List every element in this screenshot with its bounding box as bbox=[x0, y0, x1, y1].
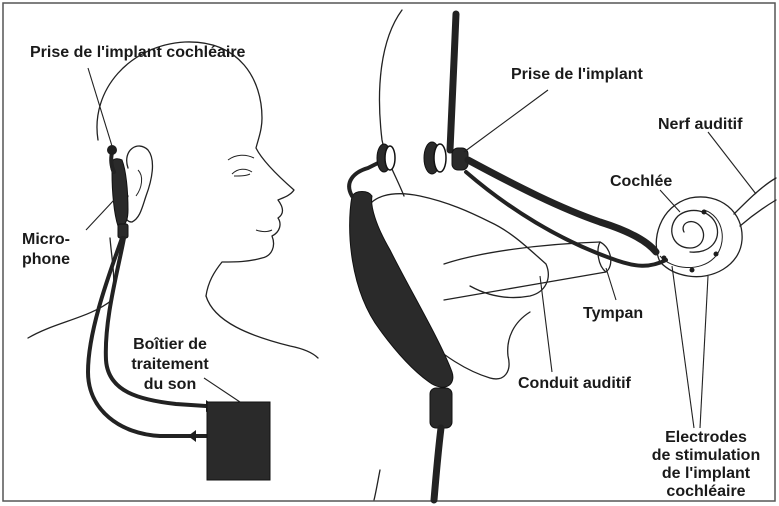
electrode-dot-3 bbox=[714, 252, 719, 257]
leader-electrodes-a bbox=[700, 276, 708, 428]
leader-microphone bbox=[86, 200, 114, 230]
left-ear bbox=[125, 146, 153, 222]
label-eardrum: Tympan bbox=[583, 305, 643, 322]
cable-bottom bbox=[434, 428, 441, 500]
cochlea-spiral bbox=[672, 210, 718, 252]
leader-electrodes-b bbox=[672, 266, 694, 428]
auditory-nerve bbox=[734, 178, 776, 226]
leader-processor bbox=[204, 378, 240, 402]
sound-processor-box bbox=[207, 402, 270, 480]
label-microphone-2: phone bbox=[22, 251, 70, 268]
label-electrodes-1: Electrodes bbox=[665, 429, 747, 446]
leader-eardrum bbox=[606, 268, 616, 300]
electrode-dot-2 bbox=[690, 268, 695, 273]
bte-processor bbox=[350, 192, 453, 388]
label-microphone-1: Micro- bbox=[22, 231, 70, 248]
leader-implant-plug bbox=[88, 68, 112, 146]
cochlea-outer bbox=[656, 197, 742, 277]
label-processor-1: Boîtier de bbox=[133, 336, 207, 353]
cable-top bbox=[450, 14, 456, 150]
label-plug-right: Prise de l'implant bbox=[511, 66, 644, 83]
electrode-dot-4 bbox=[702, 210, 707, 215]
label-implant-plug: Prise de l'implant cochléaire bbox=[30, 44, 246, 61]
leader-nerve bbox=[708, 132, 756, 194]
coil-head bbox=[107, 145, 117, 155]
label-electrodes-2: de stimulation bbox=[652, 447, 760, 464]
arrow-lower bbox=[188, 430, 196, 442]
leader-plug-right bbox=[464, 90, 548, 152]
ear-cross-section bbox=[349, 10, 776, 500]
coil-disc-left-face bbox=[385, 146, 395, 170]
coil-disc-right-face bbox=[434, 144, 446, 172]
label-processor-2: traitement bbox=[131, 356, 209, 373]
bte-coil-lead bbox=[349, 162, 380, 196]
mouth bbox=[256, 230, 272, 232]
eye bbox=[232, 169, 252, 176]
label-electrodes-3: de l'implant bbox=[662, 465, 751, 482]
label-cochlea: Cochlée bbox=[610, 173, 672, 190]
head-illustration bbox=[28, 42, 318, 480]
leader-ear-canal bbox=[540, 276, 552, 372]
electrode-dot-1 bbox=[662, 256, 667, 261]
brow bbox=[228, 155, 254, 160]
bottom-plug bbox=[430, 388, 452, 428]
left-ear-inner bbox=[136, 170, 142, 196]
shoulder-outline bbox=[206, 296, 318, 358]
label-ear-canal: Conduit auditif bbox=[518, 375, 632, 392]
ear-processor-plug bbox=[118, 224, 128, 238]
head-outline bbox=[97, 42, 294, 296]
head-contour-lower bbox=[374, 470, 380, 500]
ear-canal-bottom bbox=[444, 272, 606, 300]
label-auditory-nerve: Nerf auditif bbox=[658, 116, 743, 133]
label-processor-3: du son bbox=[144, 376, 196, 393]
label-electrodes-4: cochléaire bbox=[666, 483, 745, 500]
